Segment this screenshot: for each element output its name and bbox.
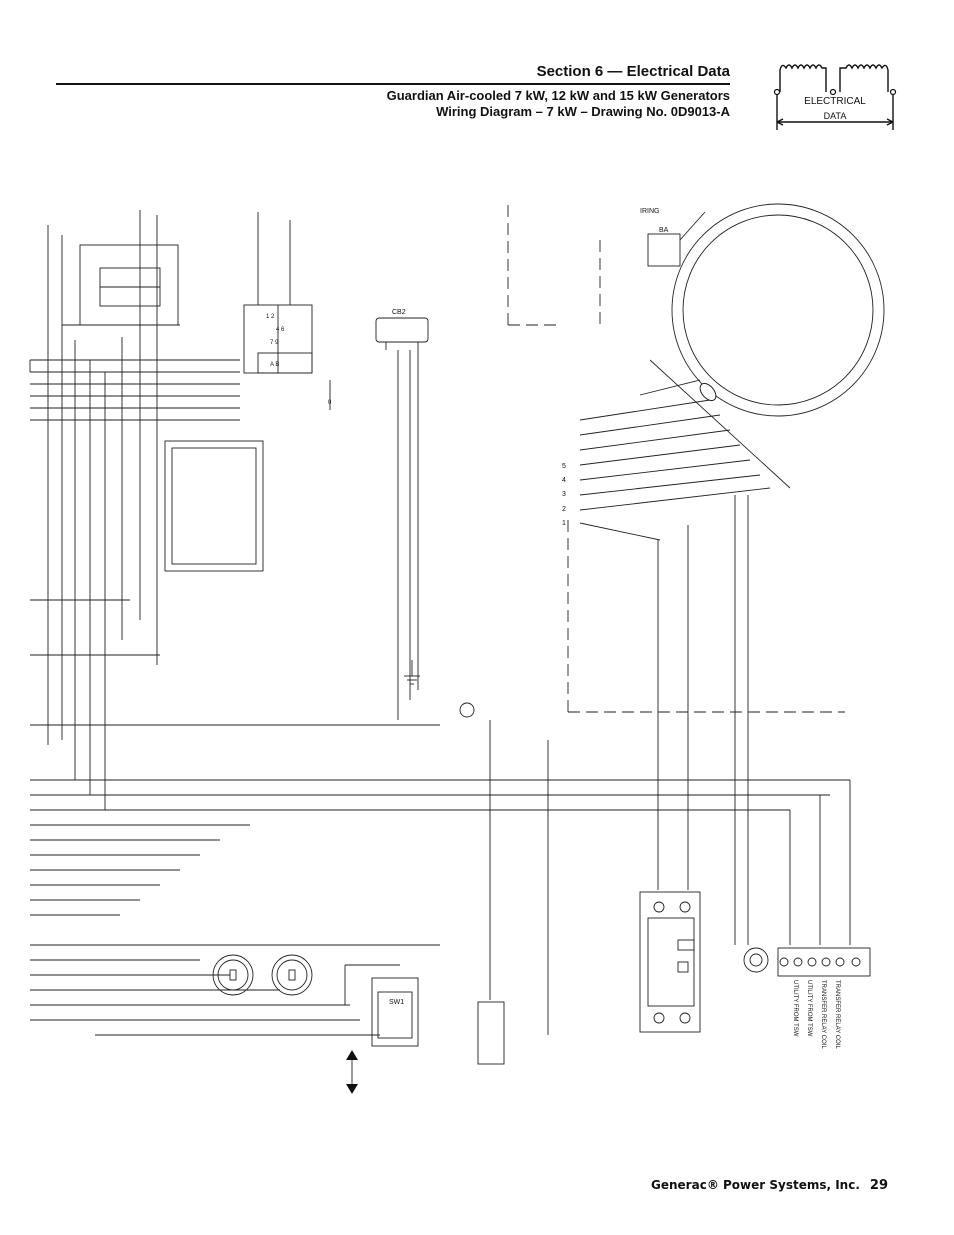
company-name: Generac® Power Systems, Inc.	[651, 1178, 860, 1192]
relay-label-bottom: A B	[270, 362, 279, 368]
dashed-boundary	[29, 205, 845, 713]
terminal-label-utility-2: UTILITY FROM TSW	[806, 980, 812, 1037]
stator-lead-grommet	[699, 382, 717, 402]
gauge-right	[271, 954, 313, 996]
connector-number-2: 2	[562, 506, 566, 513]
terminal-strip	[777, 947, 871, 977]
sw1-label: SW1	[389, 999, 404, 1006]
arrow-heads	[346, 1050, 358, 1094]
relay-label-mid2: 7 9	[270, 340, 279, 346]
fuse-holder	[477, 1001, 505, 1065]
cb2-breaker	[375, 317, 429, 350]
badge-label-electrical: ELECTRICAL	[804, 96, 866, 107]
electrical-data-badge: ELECTRICAL DATA	[772, 56, 898, 136]
relay-label-top: 1 2	[266, 314, 275, 320]
connector-number-1: 1	[562, 520, 566, 527]
ba-label: BA	[659, 227, 669, 234]
main-breaker	[639, 891, 701, 1033]
controller-board	[164, 440, 264, 572]
coil-icon	[773, 64, 897, 130]
relay-label-mid1: 4 6	[276, 327, 285, 333]
ba-connector	[647, 211, 706, 267]
header-rule	[56, 83, 730, 85]
ground-lug	[743, 947, 769, 973]
section-title: Section 6 — Electrical Data	[536, 63, 730, 80]
connector-number-5: 5	[562, 463, 566, 470]
stator-leads	[579, 359, 791, 541]
wiring-label: IRING	[640, 208, 659, 215]
subtitle-line-2: Wiring Diagram – 7 kW – Drawing No. 0D90…	[436, 104, 730, 119]
stator-circle	[671, 203, 885, 417]
terminal-label-transfer-2: TRANSFER RELAY COIL	[834, 980, 840, 1049]
drawing-subtitle: Guardian Air-cooled 7 kW, 12 kW and 15 k…	[387, 88, 730, 120]
relay-block	[243, 304, 313, 374]
page-number: 29	[869, 1178, 888, 1193]
cb2-label: CB2	[392, 309, 406, 316]
badge-label-data: DATA	[823, 111, 847, 121]
subtitle-line-1: Guardian Air-cooled 7 kW, 12 kW and 15 k…	[386, 88, 730, 103]
ground-junction	[459, 702, 475, 718]
harness-wires-vertical	[47, 210, 851, 1035]
connector-number-3: 3	[562, 491, 566, 498]
harness-wires-left	[30, 359, 850, 1036]
gauge-left	[212, 954, 254, 996]
ground-symbol	[404, 660, 420, 685]
page-footer: Generac® Power Systems, Inc. 29	[651, 1178, 888, 1193]
terminal-label-utility-1: UTILITY FROM TSW	[792, 980, 798, 1037]
terminal-label-transfer-1: TRANSFER RELAY COIL	[820, 980, 826, 1049]
control-panel-box	[62, 244, 180, 326]
sw1-switch	[344, 964, 419, 1047]
connector-number-4: 4	[562, 477, 566, 484]
zero-label: 0	[328, 400, 332, 406]
